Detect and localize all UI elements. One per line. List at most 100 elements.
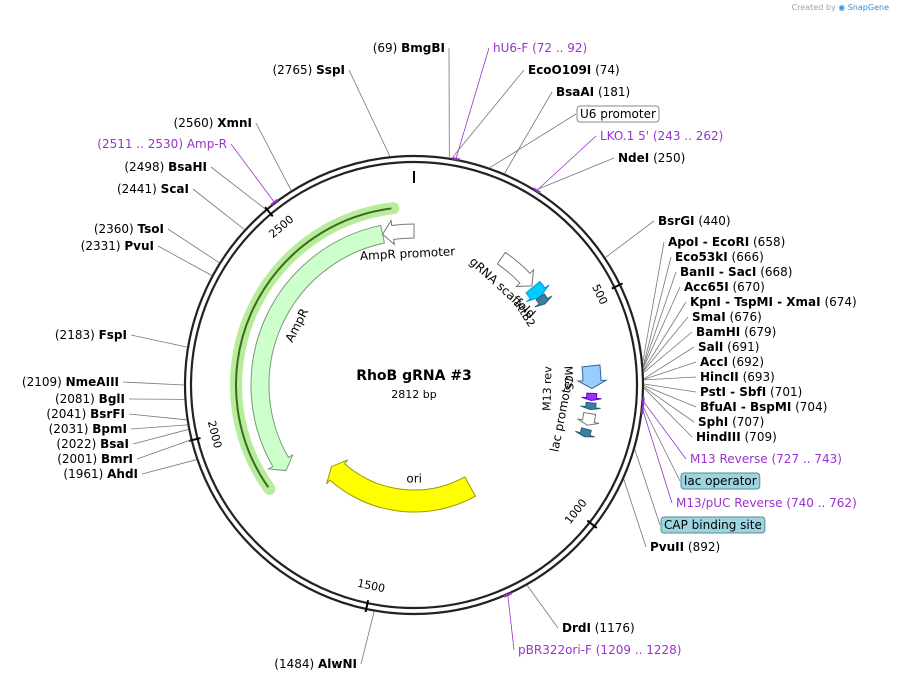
site-label: ApoI - EcoRI (658): [668, 235, 785, 249]
feature-lacprom[interactable]: [578, 413, 600, 426]
site-label: (2081) BglI: [55, 392, 125, 406]
site-position: (701): [766, 385, 802, 399]
site-name: BmrI: [101, 452, 133, 466]
site-leader: [361, 612, 374, 664]
site-leader: [644, 387, 694, 422]
site-bpmi[interactable]: (2031) BpmI: [49, 422, 188, 436]
site-leader: [168, 229, 219, 263]
site-label: SmaI (676): [692, 310, 762, 324]
site-label: (2441) ScaI: [117, 182, 189, 196]
site-leader: [349, 70, 390, 156]
site-bsrfi[interactable]: (2041) BsrFI: [46, 407, 186, 421]
site-leader: [256, 123, 291, 191]
site-position: (668): [756, 265, 792, 279]
site-label: SphI (707): [698, 415, 764, 429]
site-leader: [508, 595, 514, 650]
site-leader: [527, 585, 558, 628]
site-position: (670): [729, 280, 765, 294]
site-leader: [231, 144, 274, 202]
site-name: LKO.1 5': [600, 129, 649, 143]
bp-tick-label: 1500: [356, 577, 386, 596]
site-name: HindIII: [696, 430, 741, 444]
site-position: (707): [728, 415, 764, 429]
feature-mcs[interactable]: [578, 365, 606, 389]
site-position: (2001): [57, 452, 101, 466]
site-label: (2109) NmeAIII: [22, 375, 119, 389]
site-leader: [452, 70, 524, 158]
site-name: hU6-F: [493, 41, 528, 55]
site-position: (2560): [174, 116, 218, 130]
site-psti[interactable]: PstI - SbfI (701): [644, 384, 802, 399]
site-label: M13/pUC Reverse (740 .. 762): [676, 496, 857, 510]
site-name: lac operator: [684, 474, 757, 488]
site-position: (2041): [46, 407, 90, 421]
site-nmeaiii[interactable]: (2109) NmeAIII: [22, 375, 184, 389]
snapgene-logo-icon: ◉: [838, 3, 845, 12]
site-leader: [490, 114, 576, 168]
site-leader: [129, 414, 187, 420]
feature-ampr_promoter[interactable]: [383, 221, 414, 245]
site-position: (69): [373, 41, 401, 55]
site-alwni[interactable]: (1484) AlwNI: [274, 612, 374, 671]
site-fspi[interactable]: (2183) FspI: [55, 328, 187, 347]
site-name: AlwNI: [318, 657, 357, 671]
site-name: BsrGI: [658, 214, 695, 228]
site-hu6f[interactable]: hU6-F (72 .. 92): [452, 41, 587, 160]
feature-ori[interactable]: [327, 460, 476, 512]
snapgene-brand: SnapGene: [848, 3, 889, 12]
site-xmni[interactable]: (2560) XmnI: [174, 116, 292, 191]
site-position: (2360): [94, 222, 138, 236]
site-name: CAP binding site: [664, 518, 762, 532]
site-label: BanII - SacI (668): [680, 265, 792, 279]
site-label: Acc65I (670): [684, 280, 765, 294]
site-label: U6 promoter: [580, 107, 656, 121]
feature-label-m13rev_feature: M13 rev: [540, 366, 554, 411]
feature-shape: [582, 393, 602, 400]
site-label: Eco53kI (666): [675, 250, 764, 264]
feature-m13rev_feature[interactable]: [582, 393, 602, 400]
site-name: SmaI: [692, 310, 726, 324]
site-name: M13 Reverse: [690, 452, 768, 466]
site-label: NdeI (250): [618, 151, 685, 165]
site-name: pBR322ori-F: [518, 643, 592, 657]
site-label: (1484) AlwNI: [274, 657, 357, 671]
site-name: Eco53kI: [675, 250, 728, 264]
site-leader: [644, 362, 696, 379]
site-hincii[interactable]: HincII (693): [644, 370, 775, 384]
site-name: BpmI: [92, 422, 127, 436]
site-name: BamHI: [696, 325, 740, 339]
site-leader: [505, 92, 552, 174]
bp-tick-label: 2000: [205, 419, 224, 449]
site-position: (250): [649, 151, 685, 165]
site-label: BsaAI (181): [556, 85, 630, 99]
feature-label-ampr_promoter: AmpR promoter: [360, 244, 456, 263]
site-sspi[interactable]: (2765) SspI: [272, 63, 389, 156]
site-position: (2765): [272, 63, 316, 77]
site-position: (2109): [22, 375, 66, 389]
site-leader: [644, 332, 692, 373]
site-label: (2001) BmrI: [57, 452, 133, 466]
plasmid-length: 2812 bp: [391, 388, 436, 401]
site-position: (243 .. 262): [649, 129, 723, 143]
site-position: (692): [728, 355, 764, 369]
feature-shape: [575, 428, 594, 437]
site-position: (727 .. 743): [768, 452, 842, 466]
site-label: (1961) AhdI: [63, 467, 138, 481]
site-leader: [644, 384, 696, 392]
site-leader: [131, 335, 187, 347]
site-leader: [133, 429, 188, 444]
site-name: EcoO109I: [528, 63, 591, 77]
site-drdi[interactable]: DrdI (1176): [527, 585, 635, 635]
site-position: (181): [594, 85, 630, 99]
site-name: HincII: [700, 370, 739, 384]
site-name: PstI - SbfI: [700, 385, 766, 399]
site-label: DrdI (1176): [562, 621, 635, 635]
site-bmgbi[interactable]: (69) BmgBI: [373, 41, 450, 158]
site-name: AccI: [700, 355, 728, 369]
feature-lacop_feature[interactable]: [581, 402, 601, 409]
site-bgli[interactable]: (2081) BglI: [55, 392, 184, 406]
site-name: U6 promoter: [580, 107, 656, 121]
snapgene-credit: Created by ◉ SnapGene: [792, 3, 889, 12]
feature-cap_feature[interactable]: [575, 428, 594, 437]
